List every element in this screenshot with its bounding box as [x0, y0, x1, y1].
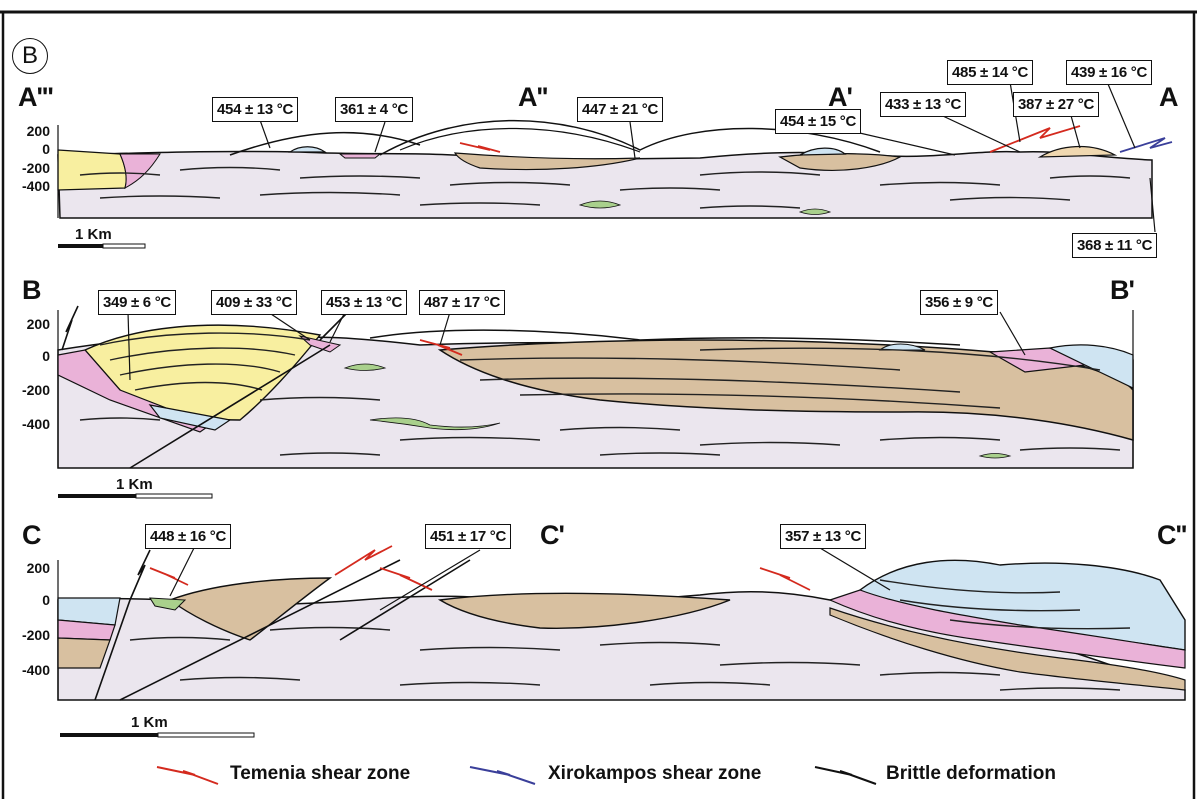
- section-c-temenia-arrow-3: [380, 568, 432, 590]
- depth-tick-b-minus200: -200: [6, 382, 50, 398]
- section-a-xirokampos-arrow: [1120, 138, 1172, 152]
- section-a-blue-klippe-2: [800, 148, 845, 155]
- section-a-tan-unit-3: [1040, 147, 1115, 157]
- section-a-profile: [58, 121, 1152, 218]
- scale-label-a: 1 Km: [75, 226, 112, 243]
- temp-box-a-3: 447 ± 21 °C: [577, 97, 663, 122]
- section-label-a-double-prime: A'': [518, 82, 547, 113]
- scale-label-b: 1 Km: [116, 476, 153, 493]
- section-label-a: A: [1159, 82, 1178, 113]
- section-a-blue-klippe-1: [290, 147, 325, 152]
- depth-tick-a-200: 200: [6, 123, 50, 139]
- depth-tick-a-minus400: -400: [6, 178, 50, 194]
- section-c-temenia-arrow-2: [335, 546, 392, 575]
- section-label-a-triple-prime: A''': [18, 82, 53, 113]
- temp-box-a-7: 387 ± 27 °C: [1013, 92, 1099, 117]
- temp-box-b-2: 409 ± 33 °C: [211, 290, 297, 315]
- legend-brittle-symbol: [815, 767, 876, 784]
- temp-box-a-2: 361 ± 4 °C: [335, 97, 413, 122]
- depth-tick-a-0: 0: [6, 141, 50, 157]
- temp-box-c-3: 357 ± 13 °C: [780, 524, 866, 549]
- panel-label: B: [12, 38, 48, 74]
- depth-tick-c-minus400: -400: [6, 662, 50, 678]
- section-a-yellow-unit: [58, 150, 126, 190]
- depth-tick-c-200: 200: [6, 560, 50, 576]
- temp-box-b-3: 453 ± 13 °C: [321, 290, 407, 315]
- section-b-brittle-arrow-1: [62, 306, 78, 350]
- legend-xirokampos-symbol: [470, 767, 535, 784]
- temp-box-a-5: 433 ± 13 °C: [880, 92, 966, 117]
- temp-box-c-1: 448 ± 16 °C: [145, 524, 231, 549]
- temp-box-a-9: 368 ± 11 °C: [1072, 233, 1157, 258]
- depth-tick-a-minus200: -200: [6, 160, 50, 176]
- temp-box-a-8: 439 ± 16 °C: [1066, 60, 1152, 85]
- section-a-pink-sliver: [340, 154, 380, 158]
- depth-tick-b-0: 0: [6, 348, 50, 364]
- section-label-c-prime: C': [540, 520, 564, 551]
- temp-box-b-1: 349 ± 6 °C: [98, 290, 176, 315]
- temp-box-a-4: 454 ± 15 °C: [775, 109, 861, 134]
- section-c-brittle-arrow: [130, 550, 150, 600]
- section-a-temenia-arrow-1: [460, 143, 500, 152]
- section-label-b: B: [22, 275, 41, 306]
- scale-bar-b: [58, 494, 212, 498]
- section-label-c-double-prime: C'': [1157, 520, 1186, 551]
- temp-box-a-1: 454 ± 13 °C: [212, 97, 298, 122]
- section-b-profile: [58, 325, 1133, 468]
- section-c-temenia-arrow-4: [760, 568, 810, 590]
- depth-tick-b-200: 200: [6, 316, 50, 332]
- section-c-tan-left: [58, 638, 110, 668]
- temp-box-b-5: 356 ± 9 °C: [920, 290, 998, 315]
- depth-tick-c-minus200: -200: [6, 627, 50, 643]
- temp-box-a-6: 485 ± 14 °C: [947, 60, 1033, 85]
- legend-temenia-symbol: [157, 767, 218, 784]
- section-c-profile: [58, 560, 1185, 700]
- legend-xirokampos-label: Xirokampos shear zone: [548, 763, 761, 785]
- temp-box-c-2: 451 ± 17 °C: [425, 524, 511, 549]
- scale-bar-c: [60, 733, 254, 737]
- depth-tick-b-minus400: -400: [6, 416, 50, 432]
- temp-box-b-4: 487 ± 17 °C: [419, 290, 505, 315]
- legend-temenia-label: Temenia shear zone: [230, 763, 410, 785]
- section-label-c: C: [22, 520, 41, 551]
- legend-brittle-label: Brittle deformation: [886, 763, 1056, 785]
- section-label-b-prime: B': [1110, 275, 1134, 306]
- section-b-brittle-arrow-2: [320, 312, 348, 340]
- depth-tick-c-0: 0: [6, 592, 50, 608]
- scale-bar-a: [58, 244, 145, 248]
- scale-label-c: 1 Km: [131, 714, 168, 731]
